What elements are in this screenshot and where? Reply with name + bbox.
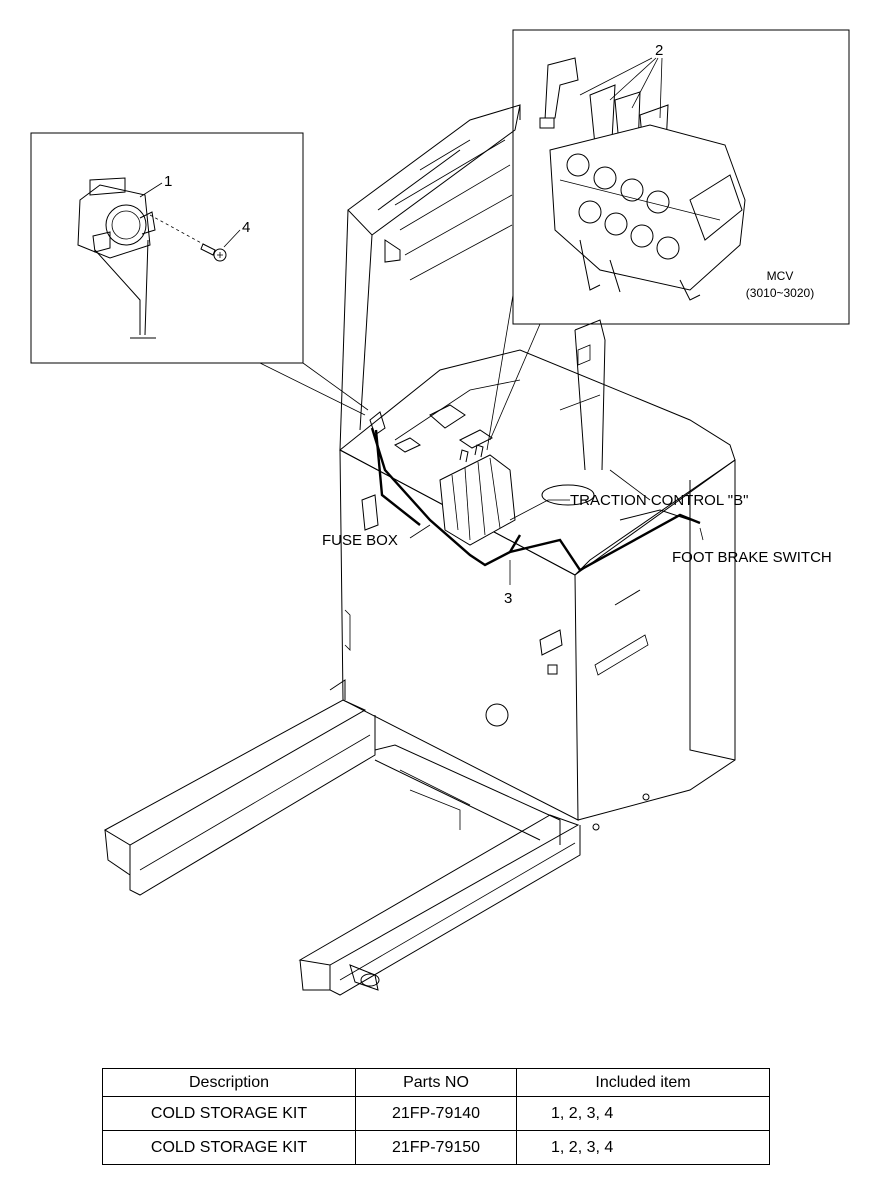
- callout-1: 1: [164, 173, 172, 190]
- truck-chassis: [329, 449, 736, 831]
- alarm-buzzer: [77, 177, 156, 339]
- cell-included-item: 1, 2, 3, 4: [516, 1096, 770, 1131]
- mcv-range-label: (3010~3020): [746, 286, 814, 300]
- truck-illustration: [103, 104, 736, 996]
- table-row: COLD STORAGE KIT 21FP-79150 1, 2, 3, 4: [102, 1130, 770, 1165]
- callout-4: 4: [242, 219, 250, 236]
- overhead-guard: [339, 104, 606, 471]
- fuse-box-label: FUSE BOX: [322, 532, 398, 549]
- header-description: Description: [102, 1068, 356, 1097]
- screw-item-4: [149, 214, 227, 262]
- alarm-inset: 1 4: [30, 132, 369, 416]
- cell-parts-no: 21FP-79140: [355, 1096, 517, 1131]
- mcv-on-truck: [439, 444, 516, 546]
- forks: [103, 699, 581, 996]
- callout-3: 3: [504, 590, 512, 607]
- foot-brake-switch-label: FOOT BRAKE SWITCH: [672, 549, 832, 566]
- traction-control-label: TRACTION CONTROL "B": [570, 492, 748, 509]
- cold-storage-kit-diagram: 1 4: [30, 29, 850, 996]
- cell-description: COLD STORAGE KIT: [102, 1096, 356, 1131]
- mcv-inset: 2 MCV (3010~3020): [486, 29, 850, 451]
- table-header-row: Description Parts NO Included item: [102, 1068, 770, 1097]
- header-parts-no: Parts NO: [355, 1068, 517, 1097]
- mcv-valve-body: [549, 124, 746, 301]
- callout-2: 2: [655, 42, 663, 59]
- header-included-item: Included item: [516, 1068, 770, 1097]
- wiring-harness: [369, 411, 701, 572]
- cell-description: COLD STORAGE KIT: [102, 1130, 356, 1165]
- truck-labels: TRACTION CONTROL "B" FUSE BOX FOOT BRAKE…: [322, 492, 832, 607]
- cell-included-item: 1, 2, 3, 4: [516, 1130, 770, 1165]
- parts-table: Description Parts NO Included item COLD …: [102, 1068, 770, 1165]
- table-row: COLD STORAGE KIT 21FP-79140 1, 2, 3, 4: [102, 1096, 770, 1131]
- truck-deck: [339, 349, 736, 576]
- mcv-label: MCV: [767, 269, 794, 283]
- cell-parts-no: 21FP-79150: [355, 1130, 517, 1165]
